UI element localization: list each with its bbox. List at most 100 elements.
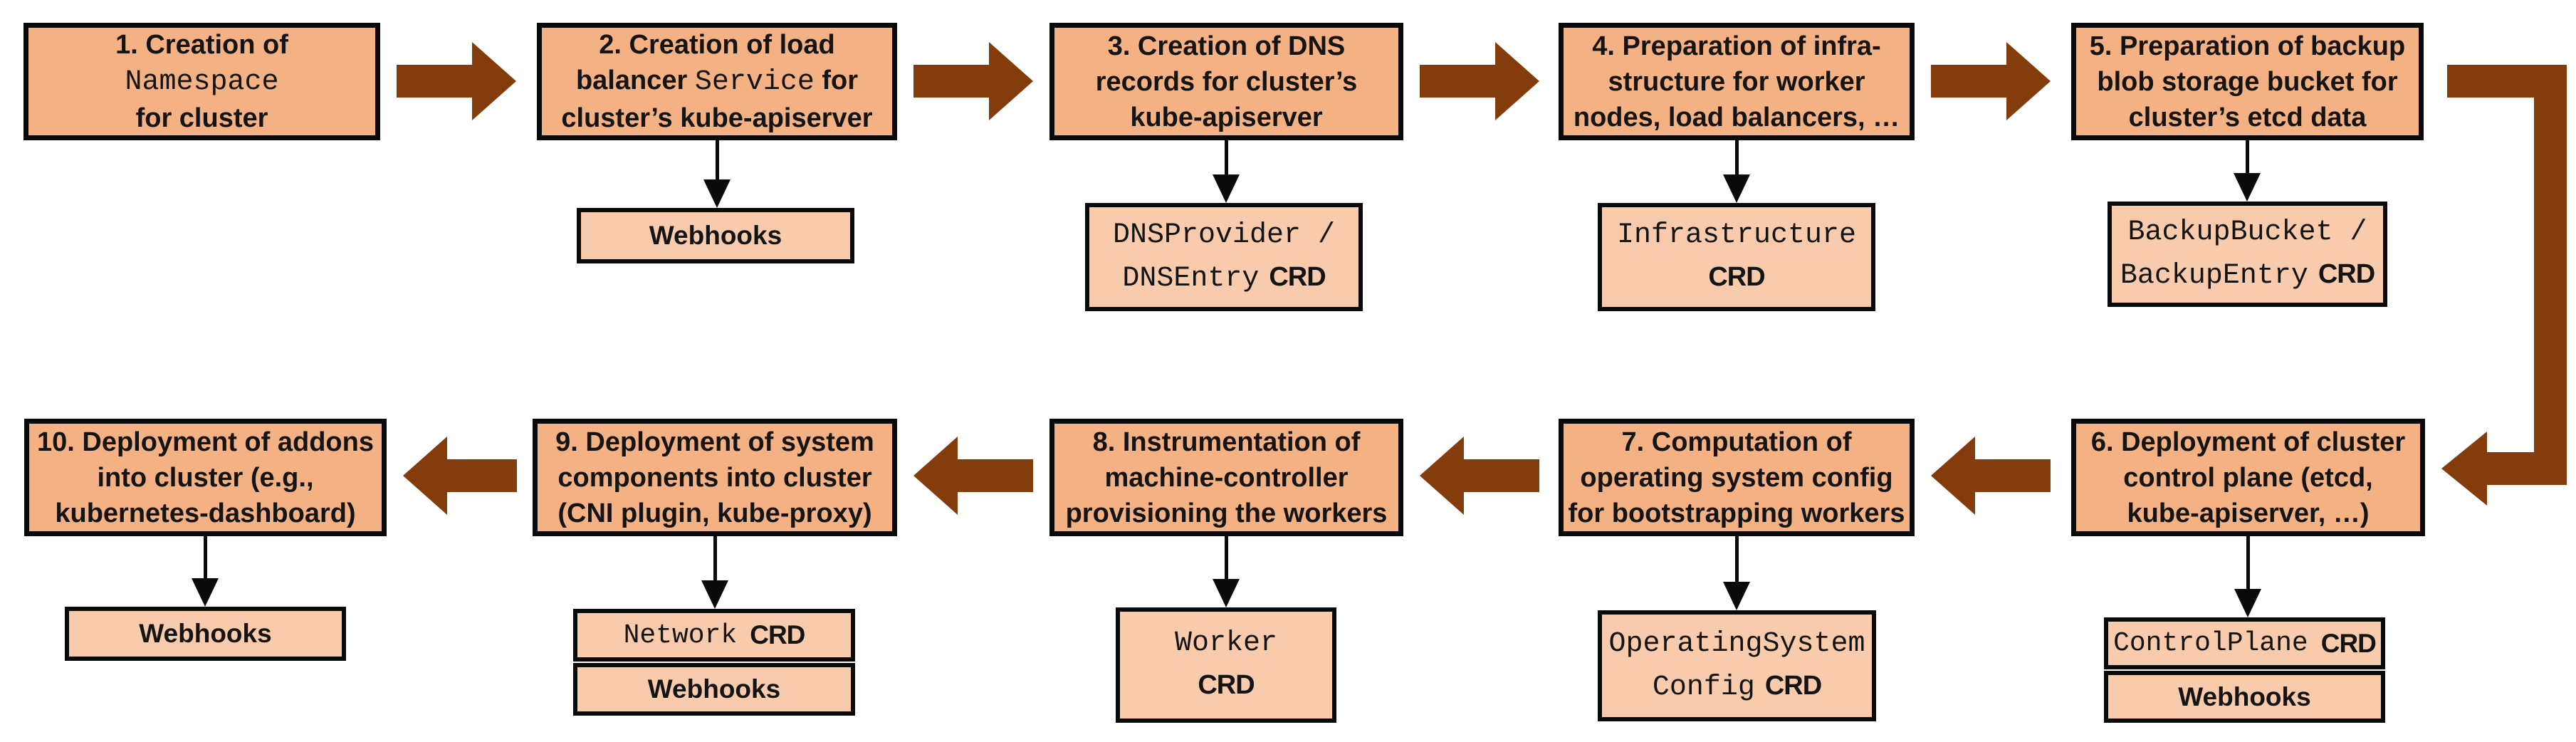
step-4-line-3: nodes, load balancers, …	[1564, 100, 1910, 135]
step-8-text-3: provisioning the workers	[1065, 498, 1388, 528]
step-7-text-2: operating system config	[1580, 462, 1893, 493]
flow-arrow-right-2-3-icon	[913, 42, 1033, 120]
flow-arrow-right-4-5-icon	[1931, 42, 2051, 120]
connector-step3-dns-icon	[1225, 140, 1228, 174]
step-9-text-2: components into cluster	[557, 462, 872, 493]
step-1-line-3: for cluster	[28, 100, 375, 136]
step-9-box: 9. Deployment of system components into …	[533, 419, 897, 536]
step-5-line-1: 5. Preparation of backup	[2076, 28, 2419, 64]
step-3-box: 3. Creation of DNS records for cluster’s…	[1049, 23, 1403, 140]
webhooks-label: Webhooks	[139, 619, 272, 648]
controlplane-crd-box: ControlPlane CRD	[2104, 617, 2385, 669]
crd-label: CRD	[1198, 669, 1255, 700]
step-1-mono-text: Namespace	[125, 66, 279, 98]
step-7-text-3: for bootstrapping workers	[1568, 498, 1905, 528]
step-2-line-3: cluster’s kube-apiserver	[542, 100, 892, 136]
connector-step9-network-icon	[713, 536, 717, 580]
step-3-text: 3. Creation of DNS	[1107, 31, 1346, 61]
step-7-box: 7. Computation of operating system confi…	[1559, 419, 1915, 536]
connector-step3-arrowhead-icon	[1213, 174, 1240, 203]
step-2-line-1: 2. Creation of load	[542, 27, 892, 63]
webhooks-label: Webhooks	[647, 674, 781, 704]
step-2-line-2: balancer Service for	[542, 63, 892, 100]
step-10-box: 10. Deployment of addons into cluster (e…	[24, 419, 387, 536]
connector-step5-backup-icon	[2246, 140, 2249, 173]
network-label: Network	[623, 620, 738, 651]
step-1-line-1: 1. Creation of	[28, 27, 375, 63]
backup-crd-line-1: BackupBucket /	[2112, 212, 2383, 254]
step-6-text-3: kube-apiserver, …)	[2127, 498, 2370, 528]
config-label: Config	[1652, 671, 1755, 704]
step-5-text-3: cluster’s etcd data	[2128, 102, 2367, 132]
step-4-text-2: structure for worker	[1608, 66, 1865, 97]
step-9-line-1: 9. Deployment of system	[538, 424, 892, 460]
step-10-line-2: into cluster (e.g.,	[29, 460, 382, 496]
step-6-box: 6. Deployment of cluster control plane (…	[2071, 419, 2425, 536]
backupentry-label: BackupEntry	[2120, 259, 2308, 292]
flow-arrow-left-6-7-icon	[1931, 437, 2051, 515]
step-9-line-3: (CNI plugin, kube-proxy)	[538, 496, 892, 531]
step-2-text-3: cluster’s kube-apiserver	[561, 103, 873, 133]
flow-arrow-left-7-8-icon	[1420, 437, 1539, 515]
step-6-line-3: kube-apiserver, …)	[2076, 496, 2420, 531]
operatingsystem-label: OperatingSystem	[1608, 627, 1865, 660]
step-9-line-2: components into cluster	[538, 460, 892, 496]
connector-step8-arrowhead-icon	[1213, 579, 1240, 607]
infrastructure-label: Infrastructure	[1616, 219, 1857, 251]
step-8-box: 8. Instrumentation of machine-controller…	[1049, 419, 1403, 536]
step-10-line-3: kubernetes-dashboard)	[29, 496, 382, 531]
crd-label: CRD	[1708, 261, 1765, 292]
connector-step2-arrowhead-icon	[703, 179, 731, 208]
connector-step4-arrowhead-icon	[1723, 174, 1750, 203]
connector-step6-arrowhead-icon	[2234, 589, 2261, 617]
step-5-line-3: cluster’s etcd data	[2076, 100, 2419, 135]
flow-arrow-right-1-2-icon	[397, 42, 516, 120]
elbow-connector-vertical-icon	[2534, 65, 2567, 485]
step-2-box: 2. Creation of load balancer Service for…	[537, 23, 897, 140]
step-4-line-2: structure for worker	[1564, 64, 1910, 100]
step-2-text-2a: balancer	[575, 66, 688, 95]
webhooks-box-step2: Webhooks	[577, 208, 854, 263]
step-8-line-2: machine-controller	[1054, 460, 1398, 496]
step-5-box: 5. Preparation of backup blob storage bu…	[2071, 23, 2424, 140]
step-10-line-1: 10. Deployment of addons	[29, 424, 382, 460]
step-8-line-1: 8. Instrumentation of	[1054, 424, 1398, 460]
step-5-text-2: blob storage bucket for	[2097, 66, 2398, 97]
connector-step6-controlplane-icon	[2246, 536, 2250, 589]
step-6-text-2: control plane (etcd,	[2123, 462, 2373, 493]
network-crd-box: Network CRD	[573, 609, 855, 662]
step-4-text-3: nodes, load balancers, …	[1573, 102, 1900, 132]
worker-label: Worker	[1174, 627, 1278, 659]
webhooks-label: Webhooks	[649, 221, 782, 250]
step-3-text-3: kube-apiserver	[1130, 102, 1323, 132]
step-3-text-2: records for cluster’s	[1095, 66, 1358, 97]
step-9-text: 9. Deployment of system	[555, 427, 874, 457]
step-6-line-1: 6. Deployment of cluster	[2076, 424, 2420, 460]
dnsprovider-label: DNSProvider /	[1112, 219, 1336, 251]
elbow-connector-arm-icon	[2487, 452, 2567, 485]
step-6-line-2: control plane (etcd,	[2076, 460, 2420, 496]
elbow-connector-arrowhead-icon	[2441, 432, 2487, 506]
webhooks-box-step6: Webhooks	[2104, 671, 2385, 723]
worker-crd-line-1: Worker	[1120, 623, 1332, 664]
flow-arrow-right-3-4-icon	[1420, 42, 1539, 120]
step-2-mono-text: Service	[694, 66, 815, 98]
webhooks-box-step10: Webhooks	[65, 607, 346, 661]
flow-arrow-left-8-9-icon	[913, 437, 1033, 515]
crd-label: CRD	[2320, 628, 2377, 658]
connector-step2-webhooks-icon	[716, 140, 719, 179]
step-3-line-3: kube-apiserver	[1054, 100, 1398, 135]
step-1-box: 1. Creation of Namespace for cluster	[23, 23, 380, 140]
step-9-text-3: (CNI plugin, kube-proxy)	[557, 498, 872, 528]
step-1-text-3: for cluster	[135, 103, 268, 133]
connector-step7-arrowhead-icon	[1723, 582, 1750, 610]
dns-crd-line-1: DNSProvider /	[1089, 215, 1358, 256]
infrastructure-crd-line-1: Infrastructure	[1602, 215, 1871, 256]
step-7-line-1: 7. Computation of	[1564, 424, 1910, 460]
step-1-line-2: Namespace	[28, 63, 375, 100]
step-8-text: 8. Instrumentation of	[1092, 427, 1361, 457]
